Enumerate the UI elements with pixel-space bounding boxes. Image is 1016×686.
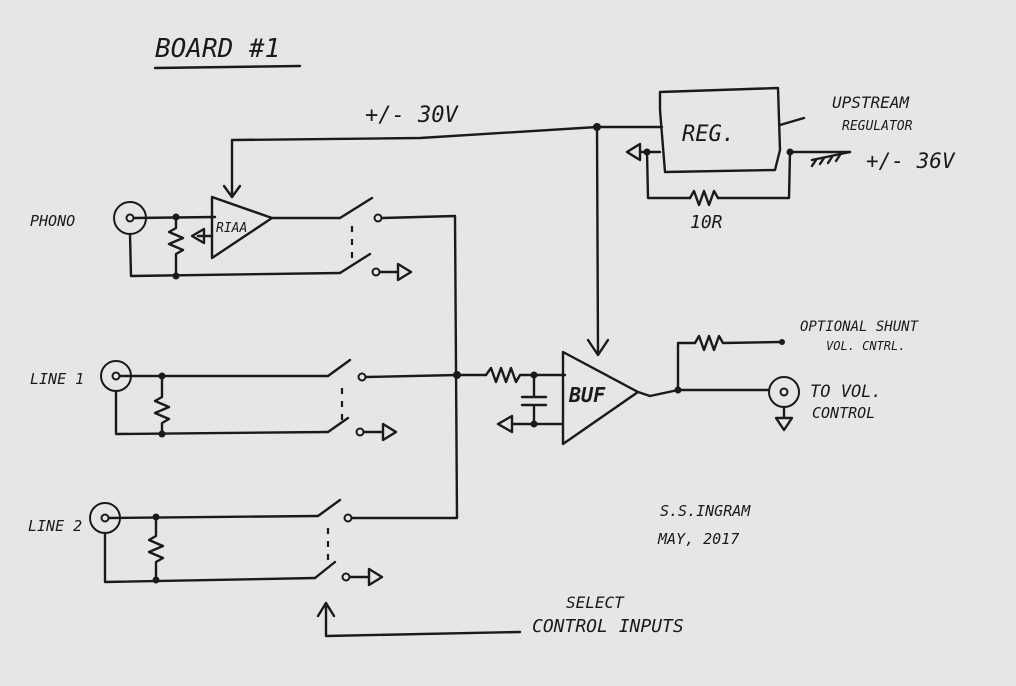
shunt-terminal [779, 339, 785, 345]
line2-switch-lower-contact [341, 572, 351, 582]
select-control-wire [316, 601, 522, 638]
line2-ground-junction [152, 576, 160, 584]
line1-switch-ground [362, 422, 398, 442]
line1-ground-wire [114, 389, 330, 436]
buffer-ground-junction [530, 420, 538, 428]
phono-ground-wire [128, 232, 342, 278]
regulator-upstream-tab [778, 116, 806, 127]
to-vol-label-line2: CONTROL [812, 404, 875, 422]
title-underline [153, 64, 302, 70]
upstream-label-line2: REGULATOR [842, 119, 913, 134]
buffer-output-wire [636, 388, 772, 398]
shunt-branch [676, 334, 782, 392]
buffer-amplifier [561, 350, 640, 446]
riaa-ground-ref [190, 227, 214, 245]
regulator-label: REG. [682, 122, 735, 147]
line1-switch-lower [326, 416, 350, 434]
line1-load-resistor [153, 374, 171, 436]
output-jack-ground [774, 405, 794, 432]
to-vol-label-line1: TO VOL. [810, 382, 882, 402]
input-voltage-label: +/- 36V [866, 149, 956, 173]
line2-signal-wire [107, 514, 320, 520]
line1-link-wire [364, 373, 459, 379]
rail-wire [230, 125, 664, 197]
phono-switch-lower-contact [371, 267, 381, 277]
board-title: BOARD #1 [155, 34, 280, 64]
shunt-label-line1: OPTIONAL SHUNT [800, 319, 920, 335]
line2-ground-wire [103, 531, 317, 584]
phono-ground-junction [172, 272, 180, 280]
line2-switch-upper [316, 498, 342, 518]
line2-jack-pin [100, 513, 110, 523]
bypass-loop [645, 150, 792, 200]
phono-switch-upper-contact [373, 213, 383, 223]
phono-label: PHONO [30, 212, 75, 230]
buf-supply-arrow [586, 338, 610, 357]
line2-switch-lower [313, 560, 337, 580]
line1-switch-upper [326, 358, 352, 378]
rail-label: +/- 30V [365, 103, 459, 128]
buffer-filter-cap [520, 373, 548, 426]
line2-switch-upper-contact [343, 513, 353, 523]
riaa-supply-arrow [222, 184, 242, 199]
buffer-series-resistor [484, 366, 567, 384]
riaa-label: RIAA [216, 221, 247, 236]
phono-switch-ground [378, 262, 413, 282]
line1-jack-pin [111, 371, 121, 381]
select-label-line2: CONTROL INPUTS [532, 616, 684, 637]
buffer-label: BUF [568, 383, 606, 407]
selector-bus-wire [350, 214, 459, 520]
bypass-resistor-label: 10R [690, 212, 723, 233]
bypass-resistor-symbol [688, 189, 720, 207]
line2-switch-ground [348, 567, 384, 587]
line1-label: LINE 1 [30, 370, 84, 388]
shunt-label-line2: VOL. CNTRL. [826, 339, 905, 353]
line1-ground-junction [158, 430, 166, 438]
phono-switch-upper [338, 196, 374, 220]
line1-switch-upper-contact [357, 372, 367, 382]
signature-date: MAY, 2017 [657, 530, 739, 548]
phono-switch-lower [338, 252, 372, 275]
phono-load-resistor [167, 215, 185, 278]
line1-switch-lower-contact [355, 427, 365, 437]
buf-supply-wire [595, 125, 600, 354]
phono-jack-pin [125, 213, 135, 223]
select-label-line1: SELECT [566, 593, 625, 612]
buffer-ground-wire [496, 414, 564, 434]
chassis-ground-symbol [810, 150, 852, 168]
upstream-label-line1: UPSTREAM [832, 93, 910, 112]
signature-name: S.S.INGRAM [660, 502, 751, 520]
output-jack-pin [779, 387, 789, 397]
regulator-box [658, 86, 782, 174]
riaa-amplifier [210, 195, 274, 260]
line2-label: LINE 2 [28, 517, 82, 535]
line2-load-resistor [147, 515, 165, 582]
